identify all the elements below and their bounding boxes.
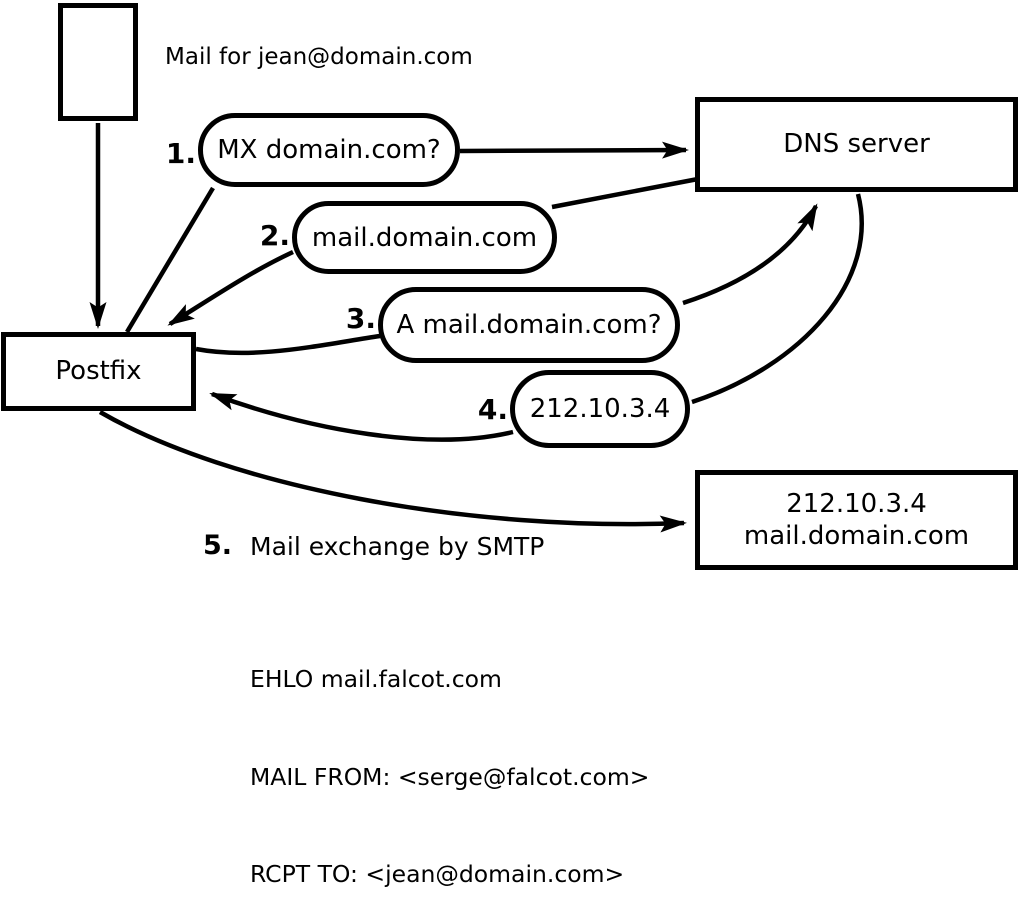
line-dns-to-reply2 [551,176,699,210]
line-dns-to-reply4 [691,193,864,405]
mail-server-ip: 212.10.3.4 [786,488,927,519]
smtp-line: RCPT TO: <jean@domain.com> [250,860,625,888]
query-mx-pill: MX domain.com? [198,113,460,187]
step-2-number: 2. [259,219,290,252]
step-4-number: 4. [477,393,508,426]
mail-for-label: Mail for jean@domain.com [165,44,473,70]
step-3-number: 3. [345,302,376,335]
step-5-number: 5. [203,530,233,561]
arrow-reply4-to-postfix [209,391,514,442]
smtp-line: EHLO mail.falcot.com [250,665,502,693]
step-5-label: Mail exchange by SMTP [250,532,545,561]
smtp-session-transcript: EHLO mail.falcot.com MAIL FROM: <serge@f… [250,598,649,919]
mail-message-node [58,3,138,121]
dns-server-node: DNS server [695,97,1018,192]
line-postfix-to-query1 [125,186,215,334]
postfix-node: Postfix [1,332,196,411]
query-a-pill: A mail.domain.com? [378,287,680,363]
step-1-number: 1. [165,137,196,170]
arrow-reply2-to-postfix [167,249,294,326]
mail-server-hostname: mail.domain.com [743,521,970,551]
reply-a-pill: 212.10.3.4 [510,370,690,448]
mail-server-node: 212.10.3.4 mail.domain.com [695,470,1018,570]
arrow-postfix-to-mailserver [98,410,687,533]
reply-mx-pill: mail.domain.com [292,201,557,274]
line-postfix-to-query3 [195,333,381,356]
arrow-query3-to-dns [682,203,818,306]
smtp-line: MAIL FROM: <serge@falcot.com> [250,762,650,791]
arrow-query1-to-dns [459,141,689,159]
